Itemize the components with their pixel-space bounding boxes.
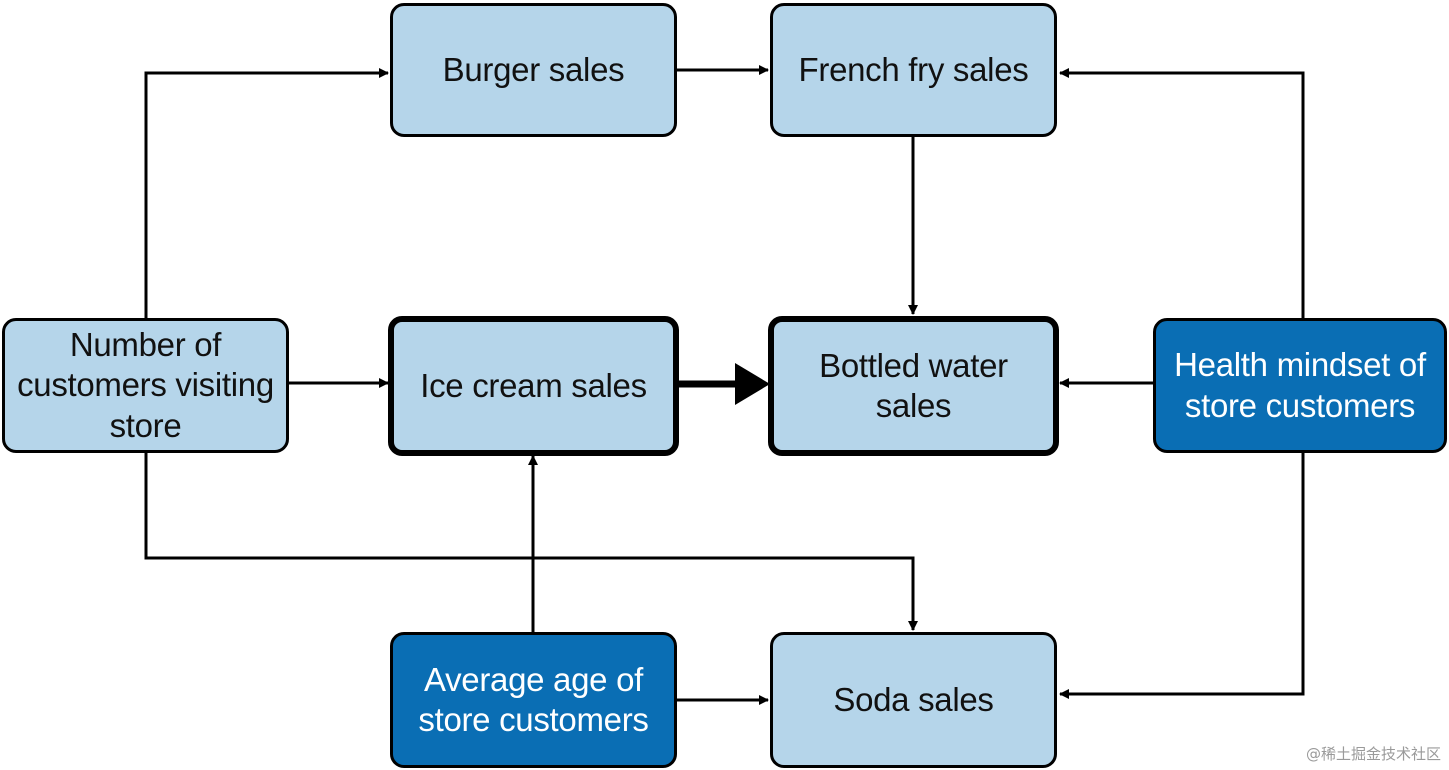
node-ice-cream-sales: Ice cream sales	[388, 316, 679, 456]
edge-customers-to-soda	[144, 453, 918, 631]
node-health-mindset-label: Health mindset of store customers	[1174, 346, 1426, 424]
node-number-of-customers-label: Number of customers visiting store	[17, 326, 274, 444]
node-bottled-water-sales: Bottled water sales	[768, 316, 1059, 456]
edge-health-to-frenchfry	[1059, 68, 1305, 318]
node-burger-sales: Burger sales	[390, 3, 677, 137]
node-soda-sales-label: Soda sales	[833, 680, 994, 718]
watermark: @稀土掘金技术社区	[1305, 745, 1441, 763]
node-health-mindset: Health mindset of store customers	[1153, 318, 1447, 453]
node-burger-sales-label: Burger sales	[442, 50, 625, 88]
node-average-age: Average age of store customers	[390, 632, 677, 768]
node-french-fry-sales-label: French fry sales	[798, 50, 1029, 88]
node-bottled-water-sales-label: Bottled water sales	[819, 346, 1008, 424]
node-number-of-customers: Number of customers visiting store	[2, 318, 289, 453]
edge-customers-to-burger	[144, 68, 389, 318]
node-soda-sales: Soda sales	[770, 632, 1057, 768]
node-average-age-label: Average age of store customers	[418, 660, 649, 738]
node-french-fry-sales: French fry sales	[770, 3, 1057, 137]
edge-health-to-soda	[1059, 453, 1305, 699]
edge-icecream-to-bottledwater-arrowhead	[735, 363, 770, 405]
node-ice-cream-sales-label: Ice cream sales	[420, 366, 647, 404]
